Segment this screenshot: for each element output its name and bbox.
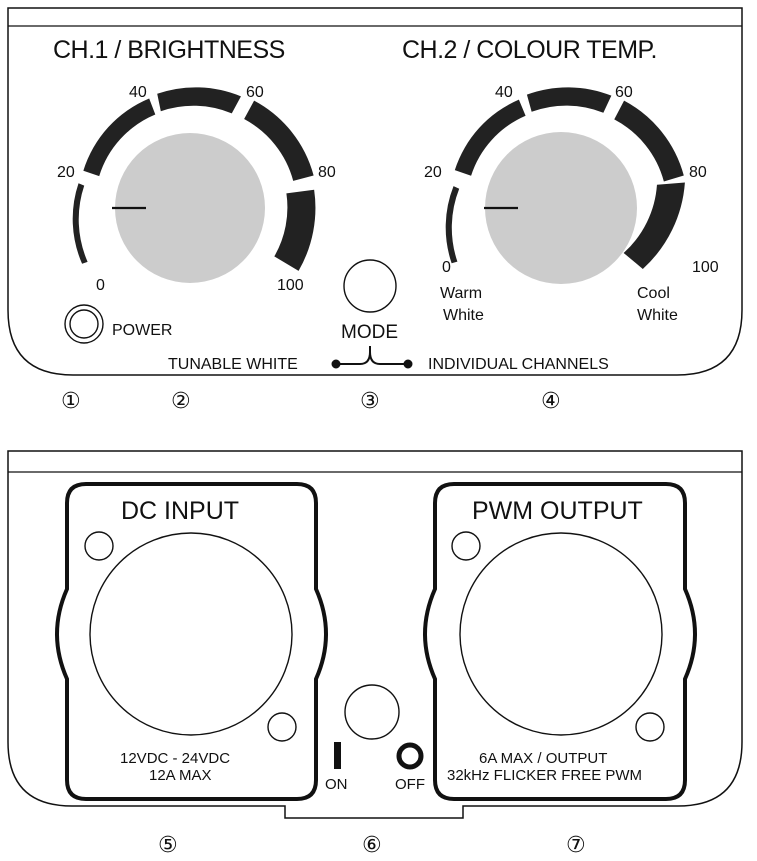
callout-5: ⑤ xyxy=(158,833,178,858)
ch2-scale-segment-60-80 xyxy=(614,100,684,182)
pwm-output-screw-bottom xyxy=(635,712,665,742)
dc-input-screw-top xyxy=(84,531,114,561)
power-switch-button[interactable] xyxy=(344,684,400,740)
individual-channels-label: INDIVIDUAL CHANNELS xyxy=(428,356,609,373)
ch2-scale-label-60: 60 xyxy=(615,84,633,101)
ch1-scale-label-100: 100 xyxy=(277,277,304,294)
callout-3: ③ xyxy=(360,389,380,414)
ch2-dial-knob[interactable] xyxy=(485,132,637,284)
pwm-output-title: PWM OUTPUT xyxy=(472,497,643,525)
ch2-scale-segment-40-60 xyxy=(526,87,612,113)
pwm-output-screw-top xyxy=(451,531,481,561)
pwm-output-socket[interactable] xyxy=(459,532,663,736)
on-symbol-bar xyxy=(334,742,341,769)
ch1-scale-label-60: 60 xyxy=(246,84,264,101)
ch1-scale-segment-80-100 xyxy=(274,189,316,271)
ch2-scale-segment-20-40 xyxy=(454,99,526,176)
dc-input-title: DC INPUT xyxy=(121,497,239,525)
ch2-scale-label-20: 20 xyxy=(424,164,442,181)
ch1-scale-label-20: 20 xyxy=(57,164,75,181)
warm-label-line2: White xyxy=(443,307,484,324)
off-symbol-ring xyxy=(396,742,424,770)
dc-input-socket[interactable] xyxy=(89,532,293,736)
power-label: POWER xyxy=(112,322,172,339)
ch1-scale-label-0: 0 xyxy=(96,277,105,294)
pwm-output-connector xyxy=(423,482,697,801)
ch1-title: CH.1 / BRIGHTNESS xyxy=(53,36,285,64)
warm-label-line1: Warm xyxy=(440,285,482,302)
ch2-scale-segment-80-100 xyxy=(623,182,685,269)
tunable-white-label: TUNABLE WHITE xyxy=(168,356,298,373)
dc-input-connector xyxy=(55,482,328,801)
ch2-scale-label-0: 0 xyxy=(442,259,451,276)
ch1-scale-arcs xyxy=(72,87,316,271)
power-indicator xyxy=(64,304,104,344)
off-label: OFF xyxy=(395,776,425,793)
mode-label: MODE xyxy=(341,322,398,343)
callout-6: ⑥ xyxy=(362,833,382,858)
cool-label-line2: White xyxy=(637,307,678,324)
ch1-scale-label-80: 80 xyxy=(318,164,336,181)
rear-panel: DC INPUT 12VDC - 24VDC 12A MAX PWM OUTPU… xyxy=(7,450,743,819)
ch2-scale-segment-0-20 xyxy=(445,186,460,264)
pwm-output-spec-pwm: 32kHz FLICKER FREE PWM xyxy=(447,767,642,784)
dc-input-screw-bottom xyxy=(267,712,297,742)
dc-input-spec-current: 12A MAX xyxy=(149,767,212,784)
dc-input-spec-voltage: 12VDC - 24VDC xyxy=(120,750,230,767)
front-panel: CH.1 / BRIGHTNESS CH.2 / COLOUR TEMP. 0 … xyxy=(7,7,743,376)
ch1-scale-label-40: 40 xyxy=(129,84,147,101)
callout-7: ⑦ xyxy=(566,833,586,858)
ch2-scale-label-100: 100 xyxy=(692,259,719,276)
ch1-scale-segment-0-20 xyxy=(72,183,88,264)
ch1-dial-knob[interactable] xyxy=(115,133,265,283)
callout-4: ④ xyxy=(541,389,561,414)
ch1-scale-segment-40-60 xyxy=(157,87,241,114)
ch2-scale-label-80: 80 xyxy=(689,164,707,181)
cool-label-line1: Cool xyxy=(637,285,670,302)
mode-button[interactable] xyxy=(343,259,397,313)
on-label: ON xyxy=(325,776,348,793)
ch1-scale-segment-60-80 xyxy=(244,100,314,181)
ch2-title: CH.2 / COLOUR TEMP. xyxy=(402,36,657,64)
mode-selector-bracket xyxy=(331,346,413,369)
ch2-scale-arcs xyxy=(445,87,685,269)
ch1-scale-segment-20-40 xyxy=(83,98,156,177)
callout-2: ② xyxy=(171,389,191,414)
pwm-output-spec-current: 6A MAX / OUTPUT xyxy=(479,750,607,767)
callout-1: ① xyxy=(61,389,81,414)
ch2-scale-label-40: 40 xyxy=(495,84,513,101)
